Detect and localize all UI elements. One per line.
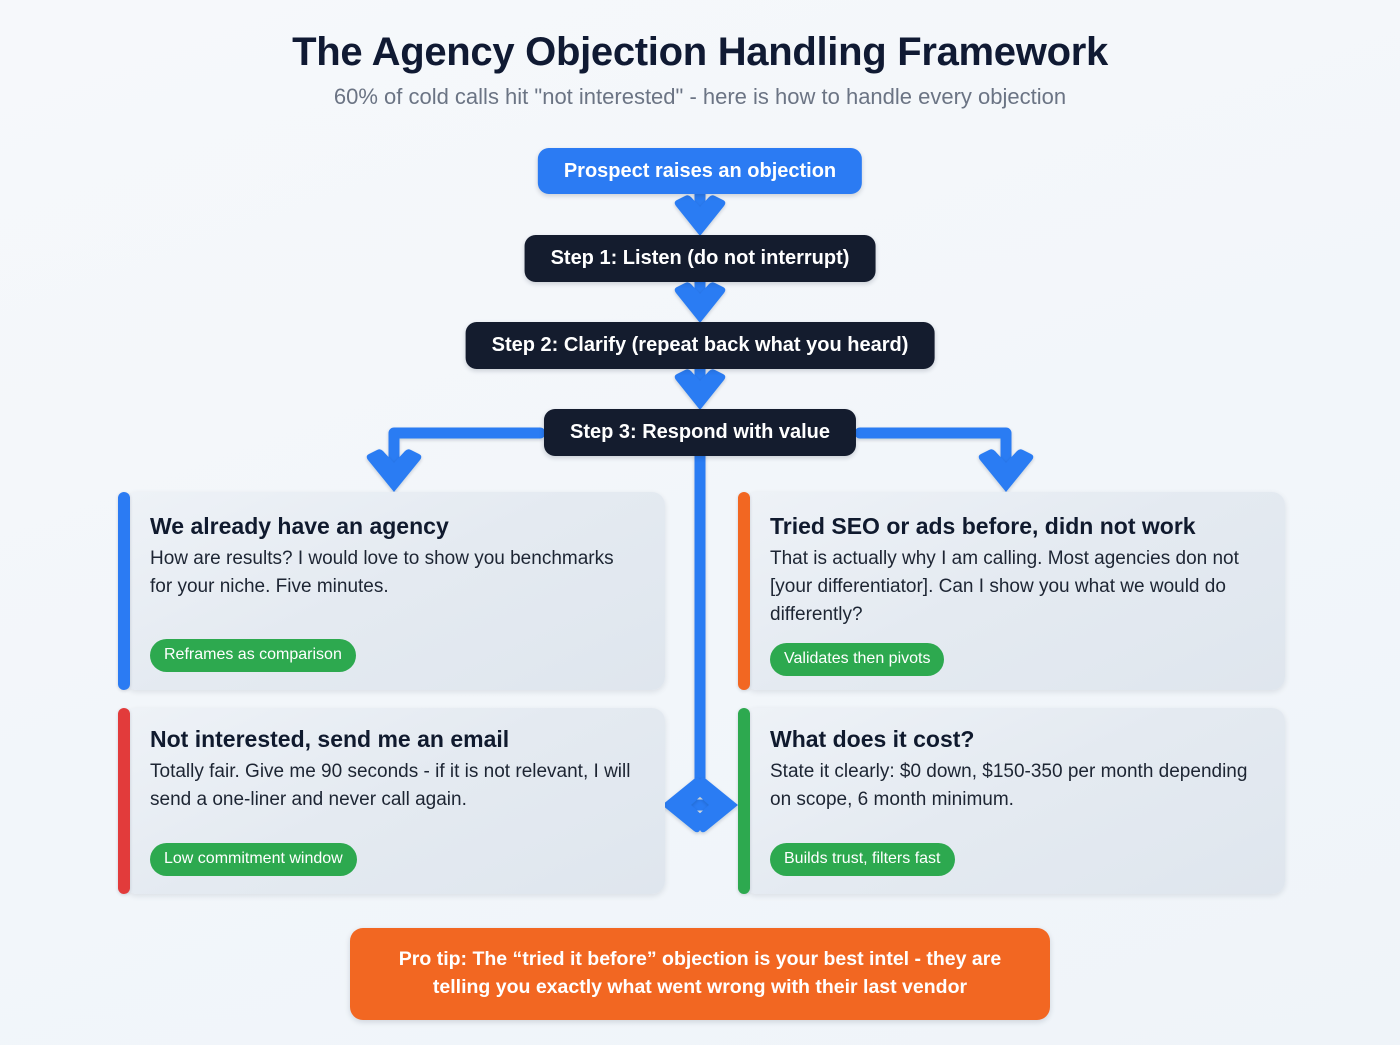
card-badge: Reframes as comparison	[150, 639, 356, 672]
card-body: We already have an agency How are result…	[124, 492, 665, 690]
flow-node-step1[interactable]: Step 1: Listen (do not interrupt)	[524, 235, 876, 282]
card-text: That is actually why I am calling. Most …	[770, 547, 1239, 625]
page-subtitle: 60% of cold calls hit "not interested" -…	[333, 83, 1067, 109]
flow-node-step2[interactable]: Step 2: Clarify (repeat back what you he…	[465, 322, 935, 369]
arrowhead-start-step1	[674, 195, 726, 236]
card-accent-bar	[738, 492, 750, 690]
arrowhead-step2-step3	[674, 369, 726, 410]
flow-node-step2-label: Step 2: Clarify (repeat back what you he…	[491, 334, 909, 356]
card-accent-bar	[118, 492, 130, 690]
card-title: What does it cost?	[770, 726, 975, 752]
card-accent-bar	[738, 708, 750, 894]
flow-node-step3-label: Step 3: Respond with value	[569, 421, 831, 443]
flow-node-step3[interactable]: Step 3: Respond with value	[543, 409, 857, 456]
card-body: What does it cost? State it clearly: $0 …	[744, 708, 1285, 894]
card-text: Totally fair. Give me 90 seconds - if it…	[150, 760, 631, 810]
card-badge: Low commitment window	[150, 843, 357, 876]
card-body: Not interested, send me an email Totally…	[124, 708, 665, 894]
objection-card[interactable]: We already have an agency How are result…	[118, 492, 665, 690]
pro-tip-banner: Pro tip: The “tried it before” objection…	[350, 928, 1050, 1021]
card-text: State it clearly: $0 down, $150-350 per …	[770, 760, 1248, 810]
card-badge: Validates then pivots	[770, 642, 945, 676]
card-body: Tried SEO or ads before, didn not work T…	[744, 492, 1285, 690]
flow-node-step1-label: Step 1: Listen (do not interrupt)	[550, 247, 850, 269]
card-text: How are results? I would love to show yo…	[150, 547, 614, 597]
objection-card[interactable]: Tried SEO or ads before, didn not work T…	[738, 492, 1285, 690]
flow-node-start[interactable]: Prospect raises an objection	[537, 148, 863, 194]
flow-node-start-label: Prospect raises an objection	[563, 159, 837, 182]
page-title: The Agency Objection Handling Framework	[292, 30, 1108, 74]
card-title: Tried SEO or ads before, didn not work	[770, 513, 1196, 539]
card-title: Not interested, send me an email	[150, 726, 510, 752]
arrowhead-bidirectional-right	[695, 777, 738, 833]
arrowhead-right-branch	[978, 449, 1034, 492]
card-accent-bar	[118, 708, 130, 894]
connector-step3-left	[388, 427, 546, 468]
arrowhead-left-branch	[366, 449, 422, 492]
connector-step3-right	[854, 427, 1012, 468]
pro-tip-text: Pro tip: The “tried it before” objection…	[398, 948, 1002, 998]
header: The Agency Objection Handling Framework …	[0, 30, 1400, 110]
arrowhead-bidirectional-left	[662, 777, 705, 833]
card-title: We already have an agency	[150, 513, 449, 539]
arrowhead-step1-step2	[674, 282, 726, 323]
objection-card[interactable]: Not interested, send me an email Totally…	[118, 708, 665, 894]
objection-card[interactable]: What does it cost? State it clearly: $0 …	[738, 708, 1285, 894]
card-badge: Builds trust, filters fast	[770, 843, 955, 876]
